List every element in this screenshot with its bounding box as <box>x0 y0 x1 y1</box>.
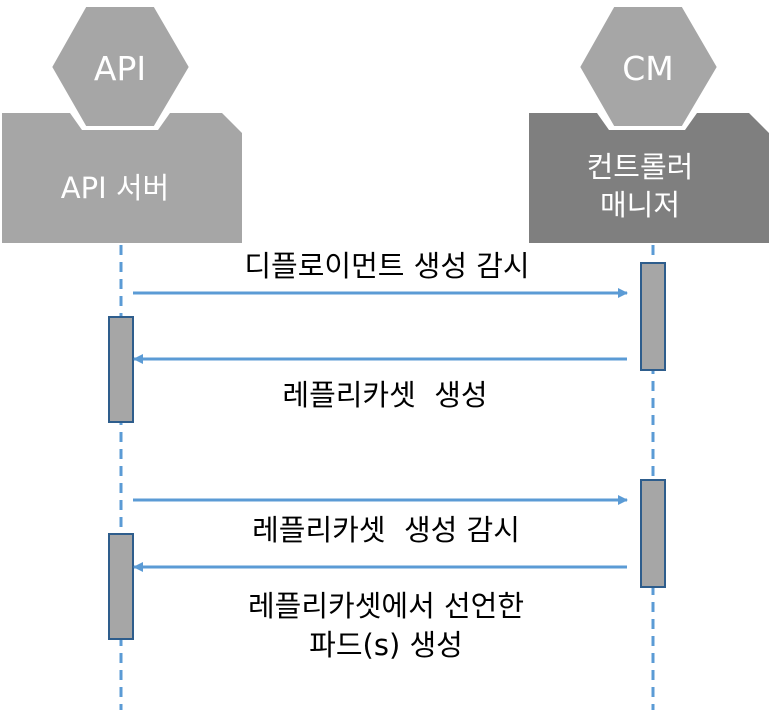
message-label-4-line2: 파드(s) 생성 <box>309 628 463 662</box>
api-server-label: API 서버 <box>61 171 169 205</box>
api-server-box <box>2 113 242 243</box>
cm-participant: CM 컨트롤러 매니저 <box>529 3 769 243</box>
cm-hexagon-icon <box>575 3 722 130</box>
cm-badge-label: CM <box>622 49 674 88</box>
message-label-3: 레플리카셋 생성 감시 <box>252 513 520 547</box>
api-activation-1 <box>108 316 134 423</box>
api-activation-2 <box>108 533 134 640</box>
cm-box-label-line1: 컨트롤러 <box>587 150 694 184</box>
api-hexagon-icon <box>47 3 194 130</box>
cm-activation-2 <box>640 479 666 588</box>
message-label-2: 레플리카셋 생성 <box>282 378 487 412</box>
api-participant: API API 서버 <box>2 3 242 243</box>
cm-activation-1 <box>640 262 666 371</box>
api-badge-label: API <box>94 49 146 88</box>
message-label-4-line1: 레플리카셋에서 선언한 <box>248 589 524 623</box>
controller-manager-box <box>529 113 769 243</box>
cm-box-label-line2: 매니저 <box>600 188 680 222</box>
message-label-1: 디플로이먼트 생성 감시 <box>244 249 529 283</box>
